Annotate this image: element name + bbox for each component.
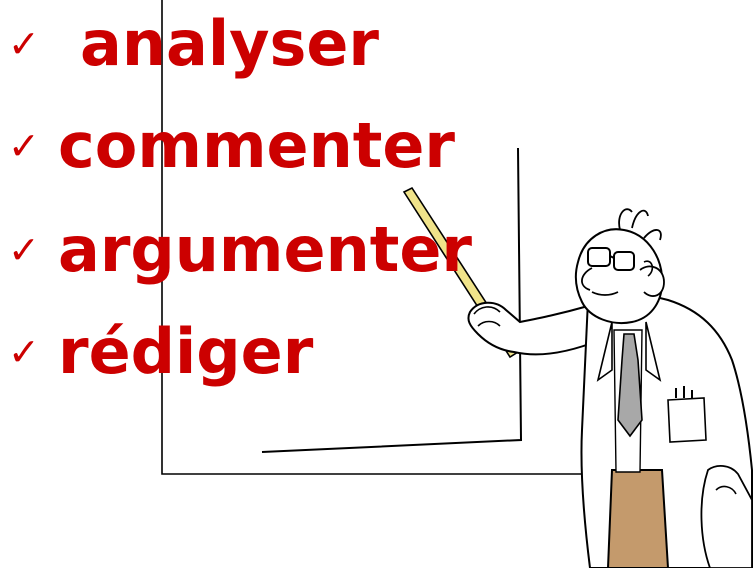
professor-arm (467, 301, 602, 356)
professor-head (574, 208, 665, 324)
whiteboard-inner-line (261, 147, 523, 453)
professor-tie (613, 329, 643, 473)
professor-paper (700, 465, 753, 568)
professor-trousers (606, 469, 670, 568)
whiteboard-frame (161, 0, 753, 475)
